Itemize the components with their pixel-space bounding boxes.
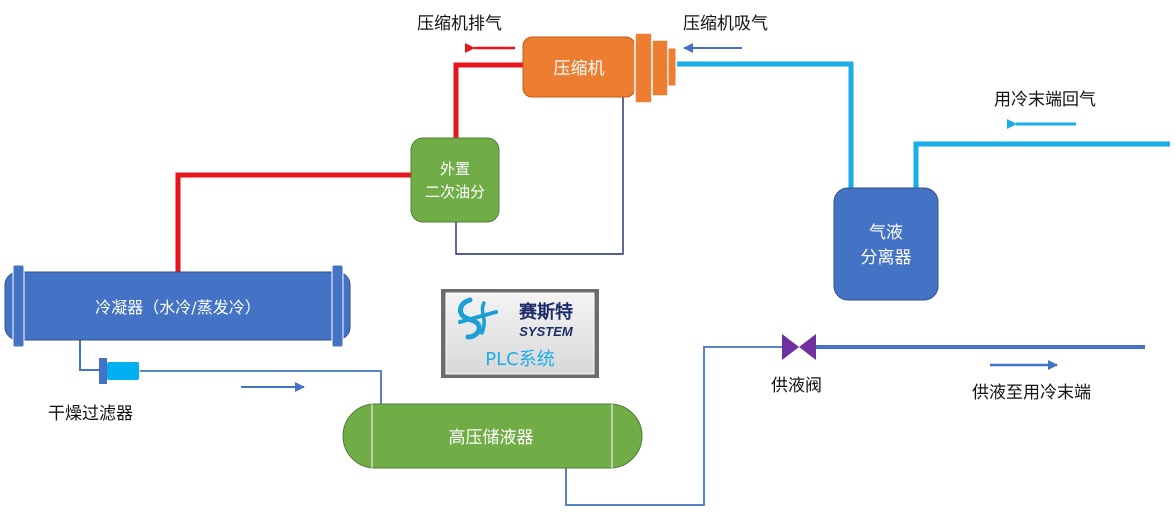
condenser-label: 冷凝器（水冷/蒸发冷） (95, 298, 260, 317)
oil-separator-label-line1: 外置 (440, 160, 470, 178)
condenser-drain-line (79, 340, 102, 371)
oil-separator: 外置 二次油分 (410, 137, 500, 223)
oil-separator-label-line2: 二次油分 (425, 183, 485, 201)
separator-label-line1: 气液 (869, 223, 903, 243)
supply-to-end-label: 供液至用冷末端 (972, 383, 1091, 403)
liquid-supply-line (565, 346, 785, 506)
hot-gas-pipe (175, 172, 412, 272)
compressor-suction-label: 压缩机吸气 (683, 14, 768, 34)
logo-brand-en: SYSTEM (519, 324, 574, 339)
return-gas-label: 用冷末端回气 (994, 90, 1096, 110)
supply-valve-icon (782, 334, 816, 360)
logo-brand-cn: 赛斯特 (518, 301, 573, 323)
receiver-label: 高压储液器 (449, 428, 534, 448)
return-gas-pipe (913, 141, 1170, 188)
gas-liquid-separator: 气液 分离器 (833, 187, 939, 301)
suction-pipe (677, 61, 854, 188)
oil-return-line (455, 95, 624, 255)
plc-logo: 赛斯特 SYSTEM PLC系统 (441, 289, 599, 378)
supply-valve-label: 供液阀 (771, 376, 822, 396)
discharge-pipe (453, 62, 523, 138)
high-pressure-receiver: 高压储液器 (342, 403, 643, 469)
system-logo-icon (457, 297, 498, 340)
compressor: 压缩机 (522, 32, 677, 104)
compressor-label: 压缩机 (554, 59, 605, 79)
liquid-line-to-receiver (140, 370, 382, 404)
dryer-filter (99, 358, 139, 384)
compressor-discharge-label: 压缩机排气 (417, 14, 502, 34)
dryer-filter-label: 干燥过滤器 (48, 404, 133, 424)
condenser: 冷凝器（水冷/蒸发冷） (4, 264, 351, 348)
logo-caption: PLC系统 (485, 349, 554, 370)
separator-label-line2: 分离器 (861, 248, 912, 268)
